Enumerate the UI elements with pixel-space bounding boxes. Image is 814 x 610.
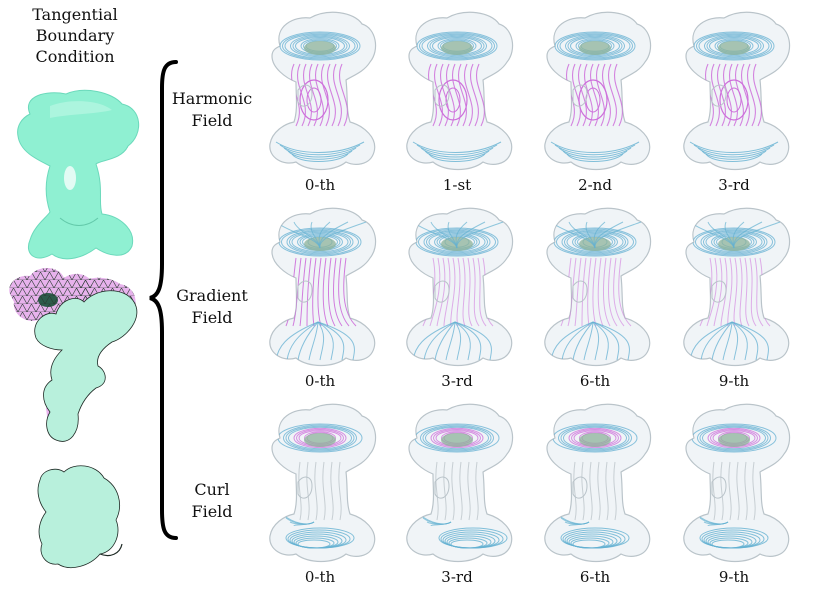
bone-shape-icon [269,11,377,171]
field-caption: 0-th [304,372,336,390]
bone-shape-icon [406,207,514,367]
bone-shape-icon [406,403,514,563]
mesh-shape-2 [37,465,123,569]
bone-shape-icon [269,403,377,563]
left-figures [9,89,140,569]
field-cell-gradient-3: 9-th [672,202,796,390]
row-label-curl: Curl Field [162,479,262,523]
field-cell-harmonic-2: 2-nd [533,6,657,194]
field-caption: 6-th [579,372,611,390]
row-label-curl-line-1: Curl [194,480,230,499]
field-caption: 3-rd [441,372,473,390]
row-label-gradient-line-2: Field [191,308,233,327]
field-cell-curl-3: 9-th [672,398,796,586]
left-title-line-1: Tangential [32,5,118,24]
field-cell-curl-2: 6-th [533,398,657,586]
field-caption: 6-th [579,568,611,586]
field-cell-harmonic-0: 0-th [258,6,382,194]
left-curly-brace-icon [149,60,178,540]
row-label-gradient-line-1: Gradient [176,286,248,305]
bone-shape-icon [406,11,514,171]
smooth-surface-shape [17,89,140,260]
mesh-shape-1 [9,267,138,442]
field-caption: 9-th [718,568,750,586]
row-label-harmonic: Harmonic Field [162,88,262,132]
field-cell-curl-0: 0-th [258,398,382,586]
row-label-harmonic-line-1: Harmonic [171,89,253,108]
bone-shape-icon [544,11,652,171]
row-label-curl-line-2: Field [191,502,233,521]
bone-shape-icon [683,403,791,563]
field-caption: 3-rd [718,176,750,194]
field-cell-gradient-0: 0-th [258,202,382,390]
field-caption: 9-th [718,372,750,390]
field-cell-gradient-1: 3-rd [395,202,519,390]
left-title-line-3: Condition [35,47,115,66]
field-cell-curl-1: 3-rd [395,398,519,586]
field-cell-harmonic-1: 1-st [395,6,519,194]
bone-shape-icon [544,207,652,367]
field-caption: 3-rd [441,568,473,586]
field-caption: 0-th [304,176,336,194]
bone-shape-icon [683,11,791,171]
bone-shape-icon [269,207,377,367]
bone-shape-icon [544,403,652,563]
row-label-gradient: Gradient Field [162,285,262,329]
field-caption: 0-th [304,568,336,586]
left-title-line-2: Boundary [35,26,115,45]
field-cell-gradient-2: 6-th [533,202,657,390]
field-caption: 2-nd [578,176,612,194]
left-title: Tangential Boundary Condition [0,4,150,67]
field-caption: 1-st [442,176,472,194]
row-label-harmonic-line-2: Field [191,111,233,130]
bone-shape-icon [683,207,791,367]
field-cell-harmonic-3: 3-rd [672,6,796,194]
